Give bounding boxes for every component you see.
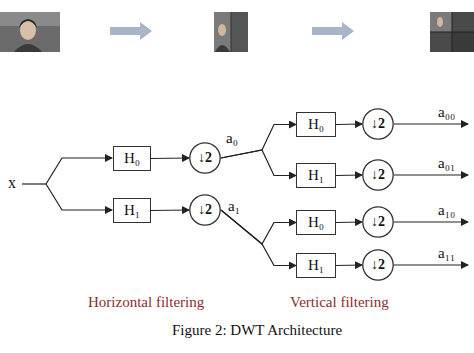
downsample-factor: ↓2 xyxy=(371,116,385,132)
signal-connector xyxy=(151,209,189,211)
input-wire xyxy=(22,158,112,210)
downsampler-circle: ↓2 xyxy=(362,206,394,238)
signal-name: x xyxy=(8,174,16,192)
downsample-factor: ↓2 xyxy=(371,214,385,230)
filter-box: H₁ xyxy=(296,163,336,188)
filter-name: H₀ xyxy=(308,214,324,231)
figure-caption: Figure 2: DWT Architecture xyxy=(172,322,342,339)
decomposed-image xyxy=(430,12,474,52)
filter-name: H₁ xyxy=(308,257,324,274)
downsampler-circle: ↓2 xyxy=(189,142,221,174)
downsampler-circle: ↓2 xyxy=(362,249,394,281)
signal-name: a₀ xyxy=(226,130,238,147)
signal-name: a₁ xyxy=(228,198,240,215)
signal-connector xyxy=(151,157,189,159)
downsample-factor: ↓2 xyxy=(371,257,385,273)
filter-box: H₀ xyxy=(296,112,336,137)
downsample-factor: ↓2 xyxy=(198,202,212,218)
signal-connector xyxy=(221,150,296,176)
filter-name: H₁ xyxy=(308,167,324,184)
flow-arrow xyxy=(110,22,152,40)
decomposed-image xyxy=(214,12,248,52)
stage-label: Horizontal filtering xyxy=(88,294,204,311)
signal-name: a₁₀ xyxy=(438,202,455,219)
output-wire xyxy=(394,124,468,265)
downsampler-circle: ↓2 xyxy=(362,108,394,140)
flow-arrow xyxy=(312,22,354,40)
filter-name: H₁ xyxy=(124,202,140,219)
downsampler-circle: ↓2 xyxy=(362,159,394,191)
filter-box: H₁ xyxy=(296,253,336,278)
signal-name: a₀₁ xyxy=(438,155,455,172)
stage-label: Vertical filtering xyxy=(290,294,389,311)
signal-name: a₀₀ xyxy=(438,104,455,121)
filter-name: H₀ xyxy=(124,150,140,167)
signal-connector xyxy=(221,210,296,244)
signal-connector xyxy=(336,123,362,125)
filter-box: H₁ xyxy=(113,198,151,223)
signal-connector xyxy=(221,210,296,266)
downsampler-circle: ↓2 xyxy=(189,194,221,226)
source-image xyxy=(0,12,60,52)
filter-name: H₀ xyxy=(308,116,324,133)
downsample-factor: ↓2 xyxy=(371,167,385,183)
signal-connector xyxy=(336,264,362,266)
signal-connector xyxy=(336,221,362,223)
downsample-factor: ↓2 xyxy=(198,150,212,166)
signal-connector xyxy=(336,174,362,176)
filter-box: H₀ xyxy=(296,210,336,235)
signal-name: a₁₁ xyxy=(438,245,455,262)
signal-connector xyxy=(221,125,296,159)
filter-box: H₀ xyxy=(113,146,151,171)
